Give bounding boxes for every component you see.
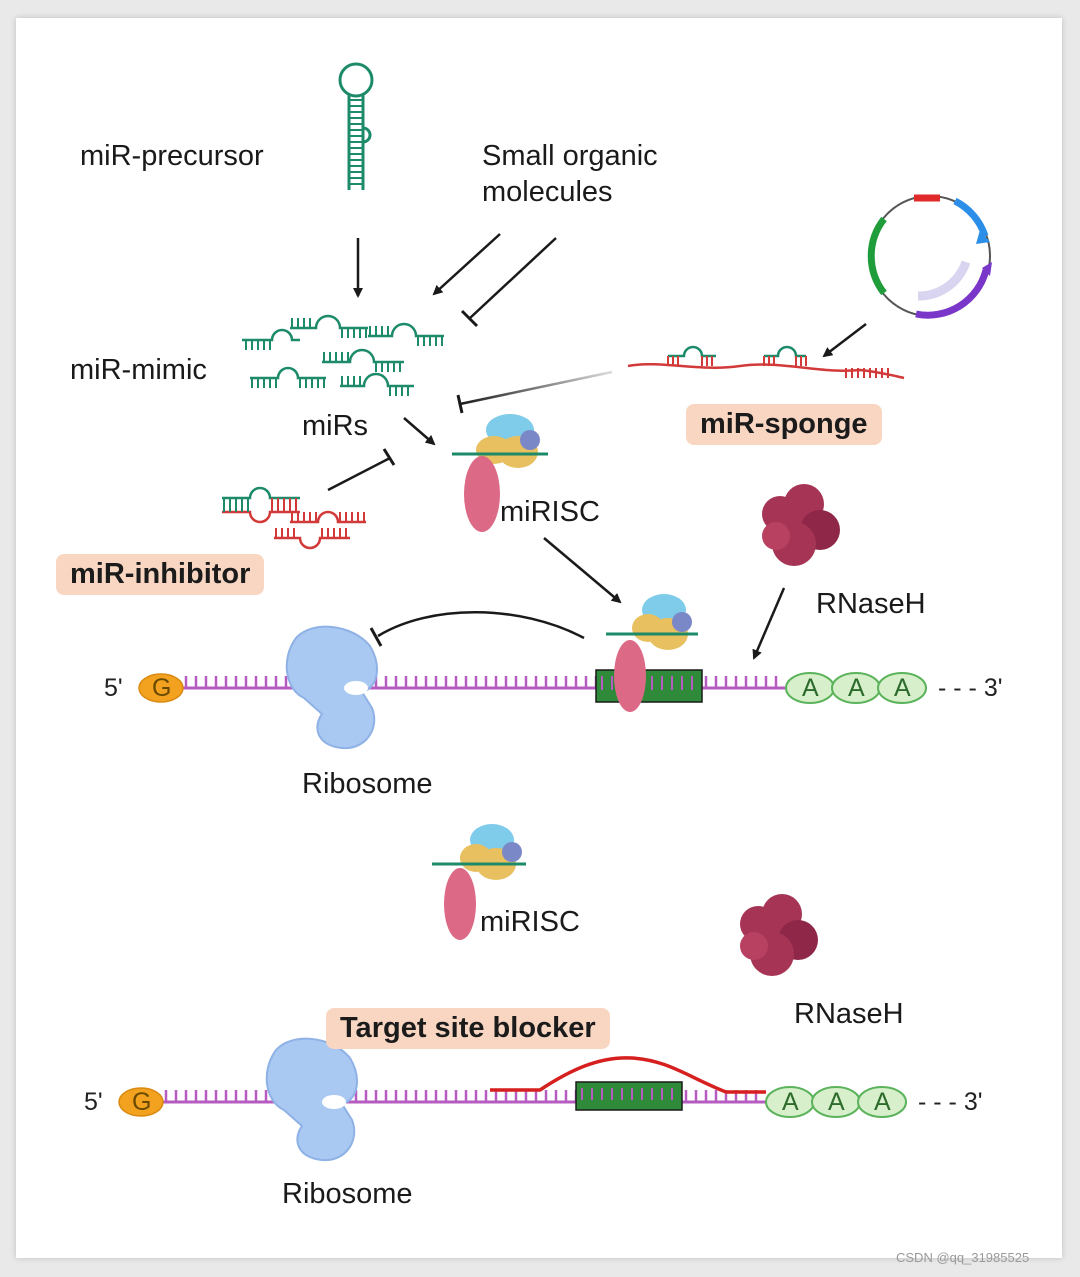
polya-bottom-label-3: A xyxy=(874,1088,891,1116)
target-site-blocker-strand xyxy=(490,1056,766,1094)
inhibit-mir-inhibitor xyxy=(327,448,396,492)
ribosome-icon-bottom xyxy=(265,1037,358,1162)
precursor-hairpin-icon xyxy=(338,62,374,190)
polya-bottom xyxy=(765,1086,907,1118)
five-prime-bottom: 5' xyxy=(84,1088,103,1116)
cap-bottom xyxy=(118,1087,164,1117)
cap-top-label: G xyxy=(152,674,172,702)
tag-target-site-blocker: Target site blocker xyxy=(326,1008,610,1049)
polya-bottom-label-2: A xyxy=(828,1088,845,1116)
label-mir-mimic: miR-mimic xyxy=(70,354,207,386)
arrow-plasmid-to-sponge xyxy=(822,323,867,358)
target-site-bottom xyxy=(575,1081,683,1111)
polya-bottom-label-1: A xyxy=(782,1088,799,1116)
mrna-strand-bottom xyxy=(160,1056,766,1111)
five-prime-top: 5' xyxy=(104,674,123,702)
arrow-mirisc-to-target xyxy=(543,537,622,604)
three-prime-bottom: - - - 3' xyxy=(918,1088,983,1116)
label-small-organic-line1: Small organic xyxy=(482,140,658,172)
plasmid-icon xyxy=(867,194,992,319)
polya-top xyxy=(785,672,927,704)
polya-top-label-2: A xyxy=(848,674,865,702)
polya-top-label-1: A xyxy=(802,674,819,702)
rnaseh-icon xyxy=(762,484,840,566)
rnaseh-bottom-icon xyxy=(740,894,818,976)
label-small-organic-line2: molecules xyxy=(482,176,613,208)
tag-mir-sponge: miR-sponge xyxy=(686,404,882,445)
label-mirs: miRs xyxy=(302,410,369,442)
three-prime-top: - - - 3' xyxy=(938,674,1003,702)
mir-mimic-cluster-icon xyxy=(242,314,444,396)
inhibit-translation xyxy=(369,611,585,647)
mir-inhibitor-duplex-icon xyxy=(222,486,366,550)
label-mirisc-top: miRISC xyxy=(500,496,600,528)
arrow-mirs-to-mirisc xyxy=(403,417,436,446)
label-ribosome-top: Ribosome xyxy=(302,768,433,800)
inhibit-small-molecules xyxy=(460,237,557,328)
label-mirisc-bottom: miRISC xyxy=(480,906,580,938)
mirisc-on-target-icon xyxy=(606,594,698,712)
target-site-top xyxy=(595,669,703,703)
figure-card xyxy=(16,18,1062,1258)
mirisc-complex-icon xyxy=(452,414,548,532)
cap-top xyxy=(138,673,184,703)
inhibit-sponge xyxy=(456,370,613,414)
mrna-strand-top xyxy=(180,669,786,703)
diagram-canvas xyxy=(118,62,992,1162)
ribosome-icon-top xyxy=(285,625,378,750)
label-ribosome-bottom: Ribosome xyxy=(282,1178,413,1210)
mir-sponge-strand-icon xyxy=(627,345,905,380)
label-mir-precursor: miR-precursor xyxy=(80,140,264,172)
label-rnaseh-bottom: RNaseH xyxy=(794,998,904,1030)
polya-top-label-3: A xyxy=(894,674,911,702)
arrow-rnaseh-to-target xyxy=(752,587,786,660)
tag-mir-inhibitor: miR-inhibitor xyxy=(56,554,265,595)
mirisc-complex-bottom-icon xyxy=(432,824,526,940)
cap-bottom-label: G xyxy=(132,1088,152,1116)
arrow-small-molecules-activate xyxy=(432,233,501,296)
label-rnaseh-top: RNaseH xyxy=(816,588,926,620)
watermark: CSDN @qq_31985525 xyxy=(896,1250,1030,1265)
